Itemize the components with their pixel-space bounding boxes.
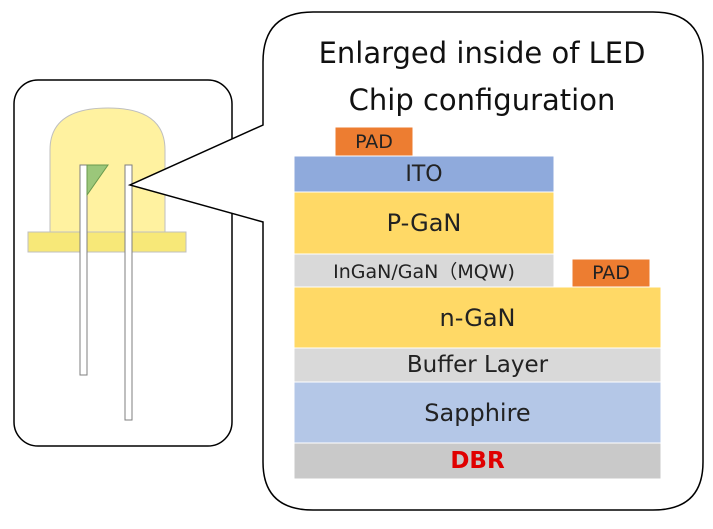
led-lead-right (124, 164, 133, 421)
led-lead-left (79, 164, 88, 376)
led-rim (27, 231, 187, 253)
n-gan-label: n-GaN (439, 303, 516, 332)
ito-rect (293, 155, 555, 193)
mqw-rect (293, 253, 555, 288)
led-chip-icon (86, 164, 109, 197)
p-gan-label: P-GaN (386, 209, 462, 237)
led-dome (49, 107, 166, 233)
sapphire-rect (293, 381, 662, 444)
pad-side-label: PAD (592, 262, 630, 284)
ito-label: ITO (405, 161, 443, 187)
dbr-rect (293, 442, 662, 480)
pad-top-rect (334, 126, 414, 157)
pad-side-rect (571, 258, 651, 288)
sapphire-label: Sapphire (424, 398, 531, 427)
n-gan-rect (293, 286, 662, 349)
dbr-label: DBR (450, 448, 505, 474)
pad-top-label: PAD (355, 130, 393, 153)
buffer-rect (293, 347, 662, 383)
p-gan-rect (293, 191, 555, 255)
callout-title-line2: Chip configuration (348, 83, 616, 117)
callout-title-line1: Enlarged inside of LED (318, 36, 646, 70)
buffer-label: Buffer Layer (406, 352, 549, 378)
mqw-label: InGaN/GaN（MQW) (333, 261, 515, 283)
